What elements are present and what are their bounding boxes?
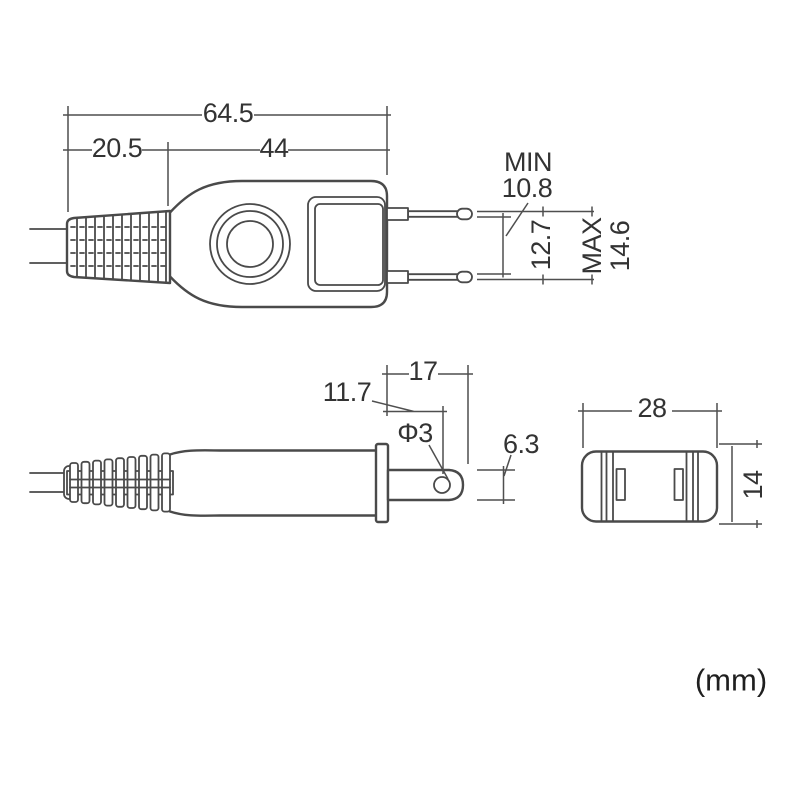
dim-overall-length-group: 64.5 [63,98,391,212]
rib [80,460,91,505]
core-groove-lines [69,478,171,489]
dim-hole-diameter-leader [428,444,449,480]
rib [103,458,114,507]
plug-body-outline [168,179,389,309]
blade-extension-lines [477,210,594,281]
strain-relief-outline [65,209,172,285]
rib [126,456,137,509]
dim-min-label: MIN [504,147,552,177]
strain-relief-knurl-lines [70,226,170,267]
dim-hole-offset-group: 11.7 [323,377,447,474]
front-view: 28 14 [578,393,768,528]
top-view: 64.5 20.5 44 MIN 10.8 12.7 MAX 14.6 [29,98,635,309]
dim-body-length: 44 [259,133,289,163]
dim-hole-diameter-group: Φ3 [397,418,449,480]
rib [92,459,102,506]
blade-side [386,468,465,502]
dim-min-gap-leader [505,202,529,237]
dim-overall-length-lines [63,106,391,212]
blade-bottom-tip [456,270,473,284]
blade-top-shaft [407,210,460,218]
dim-pin-length-lines [382,365,473,464]
blade-slot-right-notch [673,468,684,501]
dim-pin-length-group: 17 [382,356,473,464]
rib [138,454,148,511]
dim-max-label: MAX [577,217,607,275]
dim-max-value: 14.6 [605,221,635,272]
dim-pin-thickness-lines [477,454,515,504]
dim-grip-body-lines [63,142,390,206]
spacing-tick-marks [542,206,593,285]
blade-top [386,207,473,221]
dim-hole-diameter: Φ3 [397,418,433,448]
rib [149,453,160,512]
plug-body-side-bottom-edge [168,510,378,517]
dim-min-value: 10.8 [502,173,553,203]
blade-hole [433,476,451,494]
dim-grip-body-group: 20.5 44 [63,133,390,206]
ring-middle-circle [216,210,284,278]
dim-face-height-group: 14 [719,440,768,528]
dim-face-width-lines [578,403,722,448]
ring-outer-circle [209,203,291,285]
dim-face-height-lines [719,440,762,528]
dim-face-width: 28 [637,393,666,423]
units-label: (mm) [695,663,767,698]
face-flange [374,442,390,524]
blade-frame-outer [307,196,386,292]
dim-pin-length: 17 [408,356,437,386]
cord-lines-side [29,472,66,493]
blade-bottom-base [386,270,409,284]
blade-slot-left-notch [615,468,626,501]
blade-slot-right-lines [685,451,699,522]
dim-face-width-group: 28 [578,393,722,448]
blade-slot-left-lines [600,451,614,522]
ring-inner-circle [226,220,274,268]
dim-grip-length: 20.5 [92,133,143,163]
rib [115,457,125,508]
dim-overall-length: 64.5 [203,98,254,128]
strain-relief-side [63,452,174,513]
dim-hole-offset: 11.7 [323,377,372,407]
blade-bottom-shaft [407,273,460,281]
dim-pin-thickness: 6.3 [503,429,539,459]
strain-relief-ribs [76,210,167,284]
blade-frame-inner [314,203,384,286]
rib [161,452,171,513]
dim-face-height: 14 [738,470,768,500]
blade-top-base [386,207,409,221]
dim-pin-thickness-group: 6.3 [477,429,540,504]
dim-blade-spacing-group: MIN 10.8 12.7 MAX 14.6 [477,147,635,285]
dim-pin-pitch: 12.7 [526,220,556,271]
rib [69,462,79,503]
blade-top-tip [456,207,473,221]
side-view: 17 11.7 Φ3 6.3 [29,356,540,524]
plug-body-side-top-edge [168,449,378,456]
blade-bottom [386,270,473,284]
dim-hole-offset-lines [371,400,447,474]
cord-lines [29,228,68,264]
